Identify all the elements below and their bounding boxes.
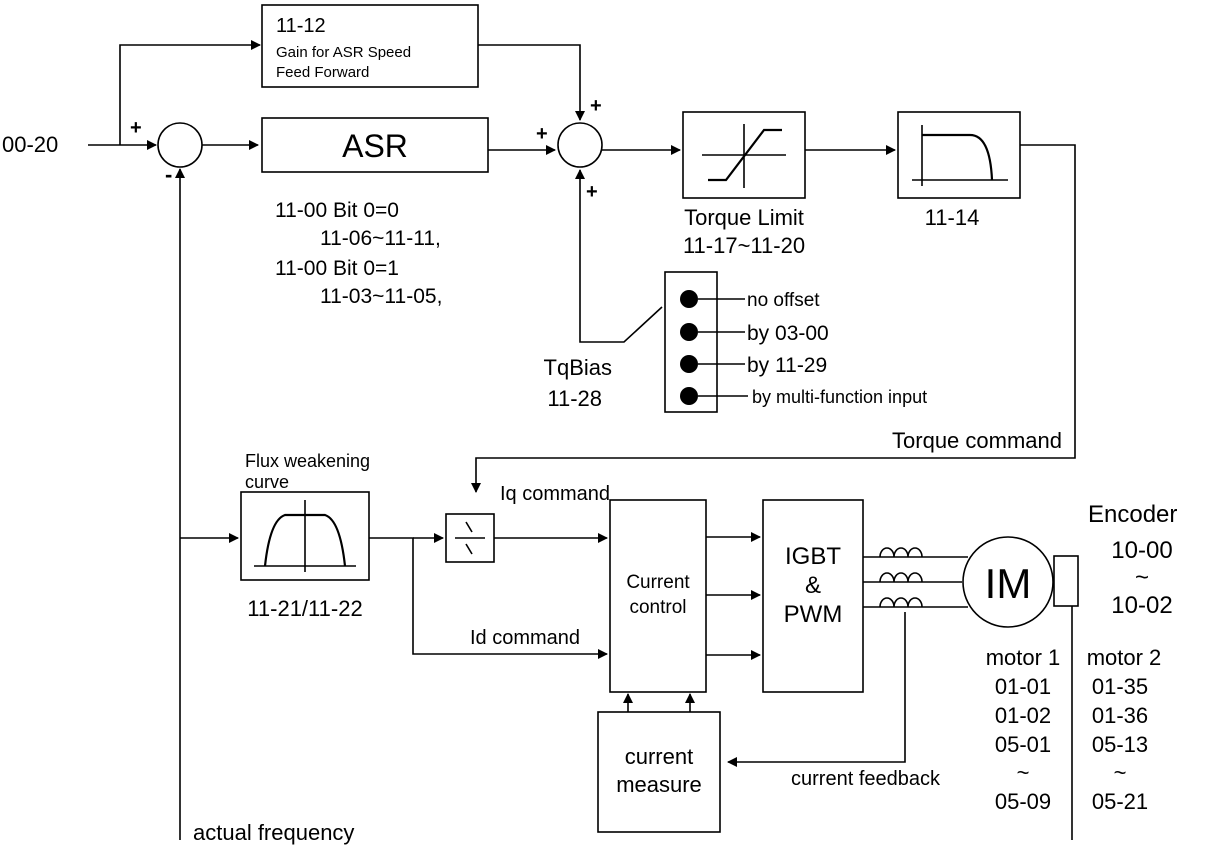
ff-gain-line1: Gain for ASR Speed — [276, 44, 411, 61]
plus-sign-ff: + — [590, 95, 602, 117]
actual-frequency-label: actual frequency — [193, 820, 354, 845]
tqbias-option-2: by 03-00 — [747, 322, 829, 345]
motor2-value: 01-36 — [1092, 703, 1148, 728]
torque-command-path — [471, 144, 1076, 493]
ff-gain-line2: Feed Forward — [276, 64, 369, 81]
plus-sign-bias: + — [586, 181, 598, 203]
igbt-pwm-block — [762, 499, 864, 693]
encoder-box — [1053, 555, 1079, 607]
current-feedback-label: current feedback — [791, 768, 941, 790]
filter-param-label: 11-14 — [925, 205, 980, 230]
torque-filter-block — [897, 111, 1021, 199]
igbt-line2: & — [805, 572, 821, 599]
motor-params-table: motor 1 01-01 01-02 05-01 ~ 05-09 motor … — [986, 645, 1162, 814]
iq-command-label: Iq command — [500, 483, 610, 505]
encoder-label: Encoder — [1088, 501, 1177, 528]
tqbias-option-dot-3 — [680, 355, 698, 373]
igbt-line1: IGBT — [785, 543, 841, 570]
flux-curve-icon — [254, 500, 356, 572]
motor2-value: ~ — [1114, 760, 1127, 785]
motor1-value: 05-09 — [995, 789, 1051, 814]
motor1-value: 01-01 — [995, 674, 1051, 699]
motor2-value: 05-13 — [1092, 732, 1148, 757]
motor1-value: 01-02 — [995, 703, 1051, 728]
motor1-header: motor 1 — [986, 645, 1061, 670]
ff-to-sum2-arrow — [478, 44, 585, 121]
current-control-line1: Current — [626, 572, 690, 593]
flux-title-line1: Flux weakening — [245, 451, 370, 471]
torque-limit-label: Torque Limit — [684, 205, 804, 230]
tqbias-option-1: no offset — [747, 290, 820, 311]
id-command-arrow — [369, 537, 608, 659]
flux-title-line2: curve — [245, 472, 289, 492]
tqbias-label: TqBias — [544, 355, 612, 380]
saturation-icon — [702, 124, 786, 188]
motor1-value: ~ — [1017, 760, 1030, 785]
torque-limit-params: 11-17~11-20 — [683, 233, 805, 258]
current-control-block — [609, 499, 707, 693]
minus-sign-sum1: - — [165, 162, 172, 187]
ff-gain-block — [261, 4, 479, 88]
tqbias-option-3: by 11-29 — [747, 354, 827, 377]
divider-icon — [455, 521, 485, 555]
asr-note-1: 11-00 Bit 0=0 — [275, 199, 399, 222]
motor-label: IM — [985, 560, 1032, 607]
feedforward-branch-arrow — [119, 40, 261, 145]
input-label: 00-20 — [2, 132, 58, 157]
current-sensor-coils-icon — [879, 547, 923, 608]
asr-note-2: 11-06~11-11, — [320, 227, 441, 250]
induction-motor — [962, 536, 1054, 628]
encoder-tilde: ~ — [1135, 564, 1149, 591]
motor2-value: 05-21 — [1092, 789, 1148, 814]
ff-gain-code: 11-12 — [276, 15, 326, 37]
summing-junction-speed — [157, 122, 203, 168]
encoder-param-from: 10-00 — [1111, 537, 1172, 564]
current-feedback-arrow — [727, 612, 906, 767]
current-control-line2: control — [629, 597, 686, 618]
asr-block — [261, 117, 489, 173]
motor2-header: motor 2 — [1087, 645, 1162, 670]
current-measure-line2: measure — [616, 772, 702, 797]
flux-params: 11-21/11-22 — [247, 596, 362, 621]
tqbias-option-dot-1 — [680, 290, 698, 308]
tqbias-option-dot-4 — [680, 387, 698, 405]
plus-sign-sum1: + — [130, 117, 142, 139]
igbt-line3: PWM — [784, 601, 843, 628]
torque-command-label: Torque command — [892, 428, 1062, 453]
tqbias-param: 11-28 — [547, 386, 602, 411]
three-phase-lines — [863, 556, 968, 608]
plus-sign-asr: + — [536, 123, 548, 145]
summing-junction-torque — [557, 122, 603, 168]
lowpass-filter-icon — [912, 125, 1008, 186]
asr-note-4: 11-03~11-05, — [320, 285, 442, 308]
tqbias-option-dot-2 — [680, 323, 698, 341]
current-measure-line1: current — [625, 744, 693, 769]
encoder-param-to: 10-02 — [1111, 592, 1172, 619]
motor1-value: 05-01 — [995, 732, 1051, 757]
asr-note-3: 11-00 Bit 0=1 — [275, 257, 399, 280]
asr-label: ASR — [342, 128, 408, 164]
motor2-value: 01-35 — [1092, 674, 1148, 699]
tqbias-to-sum2-arrow — [575, 169, 663, 343]
id-command-label: Id command — [470, 627, 580, 649]
current-measure-block — [597, 711, 721, 833]
tqbias-option-4: by multi-function input — [752, 387, 927, 407]
